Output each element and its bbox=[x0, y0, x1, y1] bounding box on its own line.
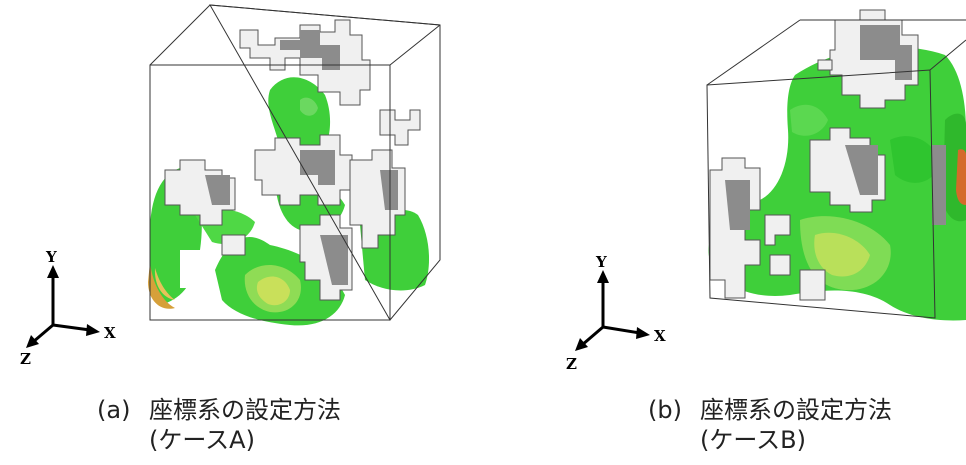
cube-render-a bbox=[148, 4, 441, 326]
caption-tag-b: (b) bbox=[648, 396, 682, 424]
y-axis-label: Y bbox=[45, 250, 57, 266]
x-axis-label: X bbox=[104, 324, 116, 342]
caption-line1-b: 座標系の設定方法 bbox=[700, 396, 892, 424]
caption-line2-b: (ケースB) bbox=[700, 426, 806, 454]
z-arrow-icon bbox=[575, 338, 588, 351]
caption-line1-a: 座標系の設定方法 bbox=[149, 396, 341, 424]
caption-a: (a) 座標系の設定方法 (ケースA) bbox=[97, 395, 341, 455]
caption-b: (b) 座標系の設定方法 (ケースB) bbox=[648, 395, 892, 455]
caption-tag-a: (a) bbox=[97, 396, 131, 424]
solid-grains-b bbox=[709, 9, 946, 301]
x-arrow-icon bbox=[86, 324, 100, 336]
z-axis-label: Z bbox=[20, 350, 31, 368]
y-arrow-icon bbox=[597, 270, 609, 283]
solid-grains-a bbox=[164, 19, 421, 301]
z-axis-label: Z bbox=[566, 355, 577, 373]
z-arrow-icon bbox=[26, 335, 39, 348]
caption-line2-a: (ケースA) bbox=[149, 426, 255, 454]
cube-frame-b bbox=[706, 19, 966, 319]
cube-render-b bbox=[706, 9, 966, 321]
x-axis-label: X bbox=[654, 327, 666, 345]
figure-panel-a: Y X Z (a) 座標系の設定方法 (ケースA) bbox=[0, 0, 470, 465]
cube-frame-a bbox=[149, 4, 441, 321]
axis-triad-a: Y X Z bbox=[20, 250, 116, 368]
y-axis-label: Y bbox=[595, 255, 607, 271]
y-arrow-icon bbox=[47, 265, 59, 278]
axis-triad-b: Y X Z bbox=[566, 255, 666, 373]
x-arrow-icon bbox=[636, 327, 650, 339]
figure-panel-b: Y X Z (b) 座標系の設定方法 (ケースB) bbox=[560, 0, 966, 465]
